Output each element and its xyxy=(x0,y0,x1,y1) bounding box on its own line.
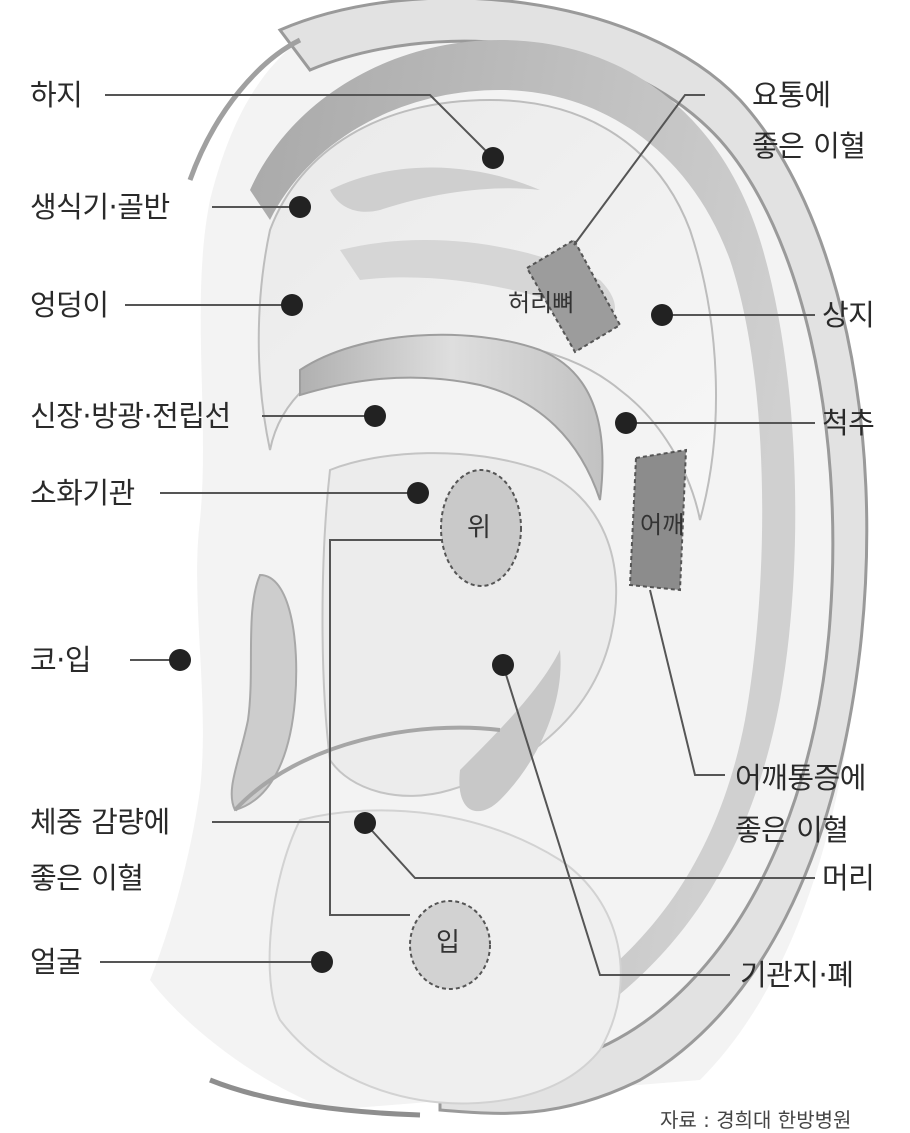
antitragus xyxy=(459,650,561,812)
intertragic-notch xyxy=(233,725,501,812)
acupoints xyxy=(169,147,673,973)
acupoint-sohwa xyxy=(407,482,429,504)
leader-haji xyxy=(105,94,494,159)
label-sinjang: 신장·방광·전립선 xyxy=(30,399,231,433)
label-saengsikgi: 생식기·골반 xyxy=(30,190,170,224)
leader-yotong xyxy=(573,94,705,246)
label-chejung-line2: 좋은 이혈 xyxy=(30,861,144,895)
acupoint-haji xyxy=(482,147,504,169)
leader-lines xyxy=(100,94,815,976)
region-label-wi: 위 xyxy=(467,513,491,543)
label-meori: 머리 xyxy=(822,861,875,895)
label-ko-ip: 코·입 xyxy=(30,643,92,677)
region-label-ip: 입 xyxy=(436,928,460,958)
region-label-heoribbyeo: 허리뼈 xyxy=(508,289,575,317)
label-sangji: 상지 xyxy=(822,298,875,332)
helix-rim xyxy=(277,0,869,1115)
source-credit: 자료 : 경희대 한방병원 xyxy=(660,1108,852,1132)
acupoint-eolgul xyxy=(311,951,333,973)
helix-left-rim xyxy=(187,37,302,181)
label-cheokchu: 척추 xyxy=(822,406,875,440)
region-label-eokkae: 어깨 xyxy=(640,511,685,539)
acupoint-cheokchu xyxy=(615,412,637,434)
label-yotong-line2: 좋은 이혈 xyxy=(752,129,866,163)
label-chejung-line1: 체중 감량에 xyxy=(30,805,170,839)
leader-gigwanji xyxy=(502,664,730,976)
antihelix-upper xyxy=(330,167,540,212)
leader-stomach-mouth xyxy=(329,539,443,916)
acupoint-ko-ip xyxy=(169,649,191,671)
acupoint-sangji xyxy=(651,304,673,326)
label-haji: 하지 xyxy=(30,78,83,112)
label-eokkae-line2: 좋은 이혈 xyxy=(735,813,849,847)
shoulder-region xyxy=(628,448,688,592)
label-sohwa: 소화기관 xyxy=(30,476,135,510)
acupoint-eongdeongi xyxy=(281,294,303,316)
acupoint-gigwanji xyxy=(492,654,514,676)
lumbar-region xyxy=(525,238,622,354)
label-yotong-line1: 요통에 xyxy=(752,78,831,112)
acupoint-sinjang xyxy=(364,405,386,427)
mouth-region xyxy=(409,900,491,990)
acupoint-saengsikgi xyxy=(289,196,311,218)
label-eokkae-line1: 어깨통증에 xyxy=(735,761,866,795)
acupoint-chejung xyxy=(354,812,376,834)
leader-meori xyxy=(364,822,815,879)
stomach-region xyxy=(440,469,522,587)
label-gigwanji: 기관지·폐 xyxy=(740,958,854,992)
label-eolgul: 얼굴 xyxy=(30,945,83,979)
lower-rim xyxy=(209,1077,421,1118)
label-eongdeongi: 엉덩이 xyxy=(30,288,109,322)
crus-helix xyxy=(299,333,604,501)
helix-fold xyxy=(250,40,796,1010)
leader-eokkae xyxy=(649,589,725,776)
